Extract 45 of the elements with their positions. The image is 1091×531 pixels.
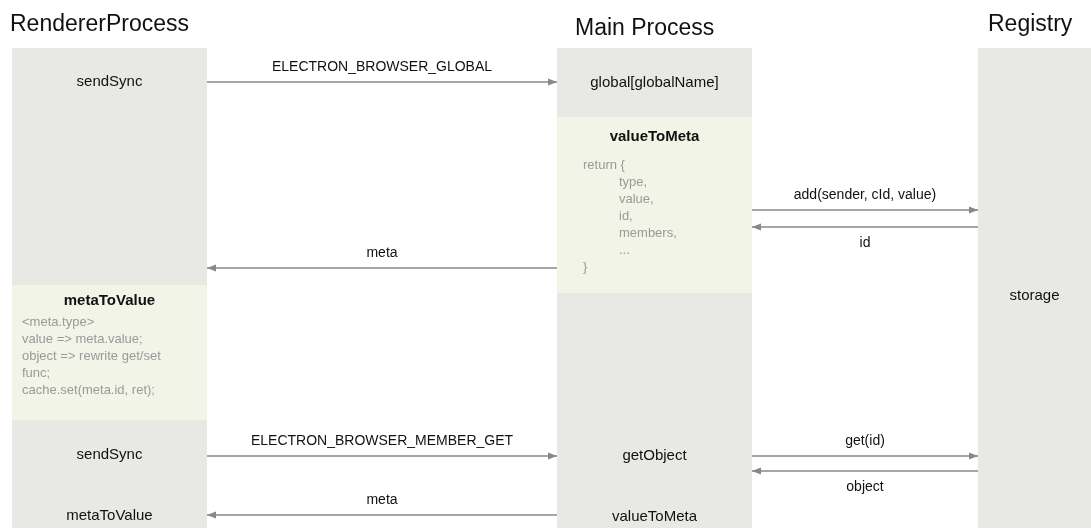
node-label: sendSync — [75, 72, 144, 89]
code-line: members, — [619, 224, 677, 241]
process-block — [12, 48, 207, 285]
node-label: sendSync — [75, 445, 144, 462]
edge-label: add(sender, cId, value) — [791, 186, 939, 202]
code-line: return { — [583, 156, 625, 173]
process-block — [557, 48, 752, 117]
arrow — [751, 223, 979, 231]
edge-label: meta — [364, 244, 400, 260]
code-line: value => meta.value; — [22, 330, 143, 347]
function-name: valueToMeta — [608, 127, 701, 144]
arrow — [206, 78, 558, 86]
code-line: id, — [619, 207, 633, 224]
node-label: storage — [1008, 286, 1061, 303]
lane-heading: Registry — [988, 10, 1073, 37]
process-block — [978, 48, 1091, 528]
code-line: object => rewrite get/set func; — [22, 347, 162, 381]
process-block — [557, 490, 752, 528]
code-line: value, — [619, 190, 654, 207]
code-line: <meta.type> — [22, 313, 95, 330]
node-label: global[globalName] — [589, 73, 720, 90]
arrow — [206, 511, 558, 519]
code-line: type, — [619, 173, 648, 190]
edge-label: object — [844, 478, 886, 494]
edge-label: get(id) — [843, 432, 887, 448]
node-label: getObject — [621, 446, 688, 463]
arrow — [751, 467, 979, 475]
arrow — [206, 452, 558, 460]
node-label: metaToValue — [65, 506, 154, 523]
process-block — [12, 420, 207, 490]
edge-label: id — [857, 234, 873, 250]
lane-heading: RendererProcess — [10, 10, 189, 37]
process-block — [12, 490, 207, 528]
arrow — [751, 206, 979, 214]
edge-label: meta — [364, 491, 400, 507]
arrow — [206, 264, 558, 272]
code-line: } — [583, 258, 588, 275]
function-panel — [12, 285, 207, 420]
function-panel — [557, 117, 752, 293]
function-name: metaToValue — [62, 291, 157, 308]
lane-heading: Main Process — [575, 14, 715, 41]
arrow — [751, 452, 979, 460]
code-line: ... — [619, 241, 630, 258]
node-label: valueToMeta — [610, 507, 699, 524]
code-line: cache.set(meta.id, ret); — [22, 381, 155, 398]
